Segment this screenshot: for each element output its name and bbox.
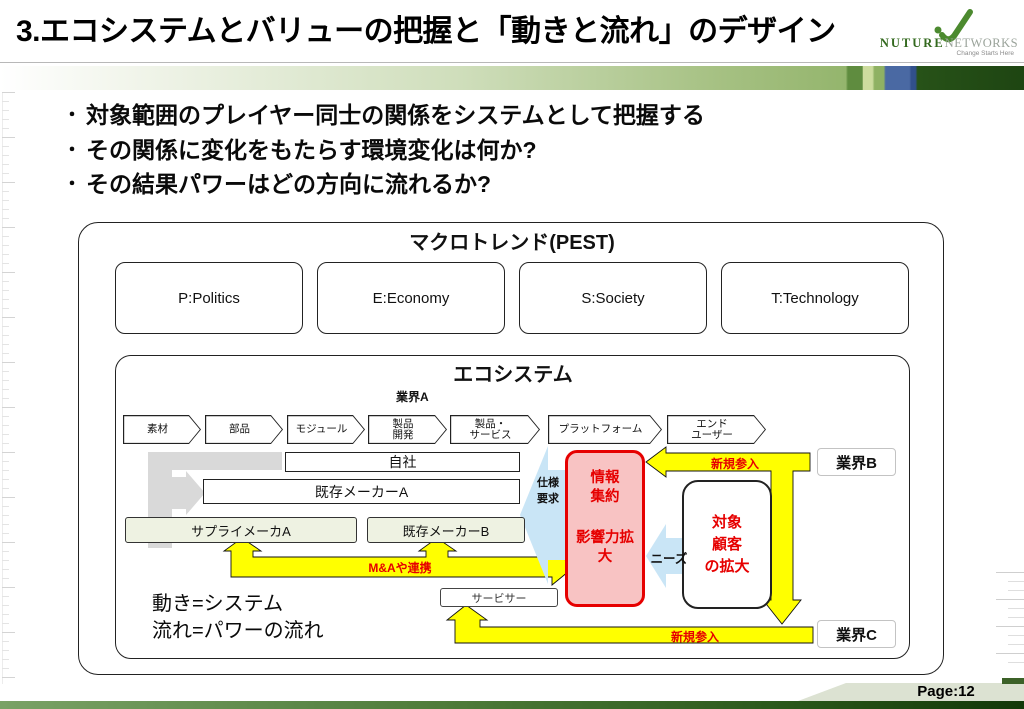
macro-trend-title: マクロトレンド(PEST) xyxy=(409,232,615,254)
industry-a-label: 業界A xyxy=(396,390,429,404)
chevron-parts: 部品 xyxy=(205,415,283,444)
header-accent-bar xyxy=(0,66,1024,90)
chevron-fill xyxy=(206,416,282,443)
servicer-box: サービサー xyxy=(440,588,558,607)
right-ruler-ticks-long xyxy=(996,572,1024,668)
footer-accent-shape xyxy=(798,683,1024,701)
legend: 動き=システム 流れ=パワーの流れ xyxy=(152,591,324,645)
bullet-item: ・ 対象範囲のプレイヤー同士の関係をシステムとして把握する xyxy=(58,98,988,133)
pest-politics-box: P:Politics xyxy=(115,262,303,334)
footer-accent-bar xyxy=(0,701,1024,709)
own-company-box: 自社 xyxy=(285,452,520,472)
bullet-item: ・ その結果パワーはどの方向に流れるか? xyxy=(58,167,988,202)
chevron-label: プラットフォーム xyxy=(558,423,643,435)
bullet-list: ・ 対象範囲のプレイヤー同士の関係をシステムとして把握する ・ その関係に変化を… xyxy=(58,98,988,202)
ma-alliance-label: M&Aや連携 xyxy=(368,561,432,575)
chevron-module: モジュール xyxy=(287,415,365,444)
bullet-text: 対象範囲のプレイヤー同士の関係をシステムとして把握する xyxy=(86,102,705,128)
chevron-fill xyxy=(668,416,765,443)
logo-name-nuture: NUTURE xyxy=(879,36,945,50)
hub-influence-label: 影響力拡 大 xyxy=(576,530,634,565)
page-number: Page:12 xyxy=(917,683,975,700)
hub-info-label: 情報 集約 xyxy=(590,470,620,505)
macro-trend-container xyxy=(78,222,944,675)
chevron-label: 素材 xyxy=(147,423,168,435)
ecosystem-title: エコシステム xyxy=(453,364,573,386)
chevron-fill xyxy=(549,416,661,443)
legend-line-movement: 動き=システム xyxy=(152,593,284,615)
footer-corner-block xyxy=(1002,678,1024,684)
chevron-platform: プラットフォーム xyxy=(548,415,662,444)
existing-maker-b-box: 既存メーカーB xyxy=(367,517,525,543)
legend-line-flow: 流れ=パワーの流れ xyxy=(152,620,324,642)
target-customer-box: 対象 顧客 の拡大 xyxy=(682,480,772,609)
new-entry-bottom-label: 新規参入 xyxy=(670,630,719,644)
chevron-fill xyxy=(369,416,446,443)
bullet-dot: ・ xyxy=(63,139,81,160)
chevron-material: 素材 xyxy=(123,415,201,444)
chevron-label: 部品 xyxy=(229,423,250,435)
pest-economy-box: E:Economy xyxy=(317,262,505,334)
bullet-text: その結果パワーはどの方向に流れるか? xyxy=(86,171,492,197)
chevron-product-service: 製品・ サービス xyxy=(450,415,540,444)
header-divider xyxy=(0,62,1024,63)
bullet-dot: ・ xyxy=(63,174,81,194)
supplier-a-box: サプライメーカA xyxy=(125,517,357,543)
chevron-fill xyxy=(288,416,364,443)
needs-label: ニーズ xyxy=(650,552,688,566)
existing-maker-a-box: 既存メーカーA xyxy=(203,479,520,504)
info-aggregation-hub-box: 情報 集約 影響力拡 大 xyxy=(565,450,645,607)
bullet-text: その関係に変化をもたらす環境変化は何か? xyxy=(86,136,537,163)
new-entry-top-label: 新規参入 xyxy=(710,457,759,471)
chevron-label: モジュール xyxy=(295,423,348,435)
industry-b-box: 業界B xyxy=(817,448,896,476)
logo-check-icon xyxy=(934,9,973,43)
logo-name-networks: NETWORKS xyxy=(944,36,1019,50)
chevron-end-user: エンド ユーザー xyxy=(667,415,766,444)
page-title: 3.エコシステムとバリューの把握と「動きと流れ」のデザイン xyxy=(16,15,836,48)
chevron-label: 製品 開発 xyxy=(392,417,414,441)
chevron-label: 製品・ サービス xyxy=(469,417,512,441)
logo-tagline: Change Starts Here xyxy=(956,50,1014,57)
bullet-item: ・ その関係に変化をもたらす環境変化は何か? xyxy=(58,133,988,168)
chevron-label: エンド ユーザー xyxy=(691,417,733,441)
company-logo: NUTURENETWORKS Change Starts Here xyxy=(878,2,1020,60)
chevron-product-dev: 製品 開発 xyxy=(368,415,447,444)
chevron-fill xyxy=(124,416,200,443)
pest-technology-box: T:Technology xyxy=(721,262,909,334)
left-ruler-ticks-long xyxy=(2,92,15,682)
industry-c-box: 業界C xyxy=(817,620,896,648)
bullet-dot: ・ xyxy=(63,105,81,125)
logo-wordmark: NUTURENETWORKS xyxy=(878,36,1020,51)
chevron-fill xyxy=(451,416,539,443)
pest-society-box: S:Society xyxy=(519,262,707,334)
spec-request-label: 仕様 要求 xyxy=(537,477,559,505)
